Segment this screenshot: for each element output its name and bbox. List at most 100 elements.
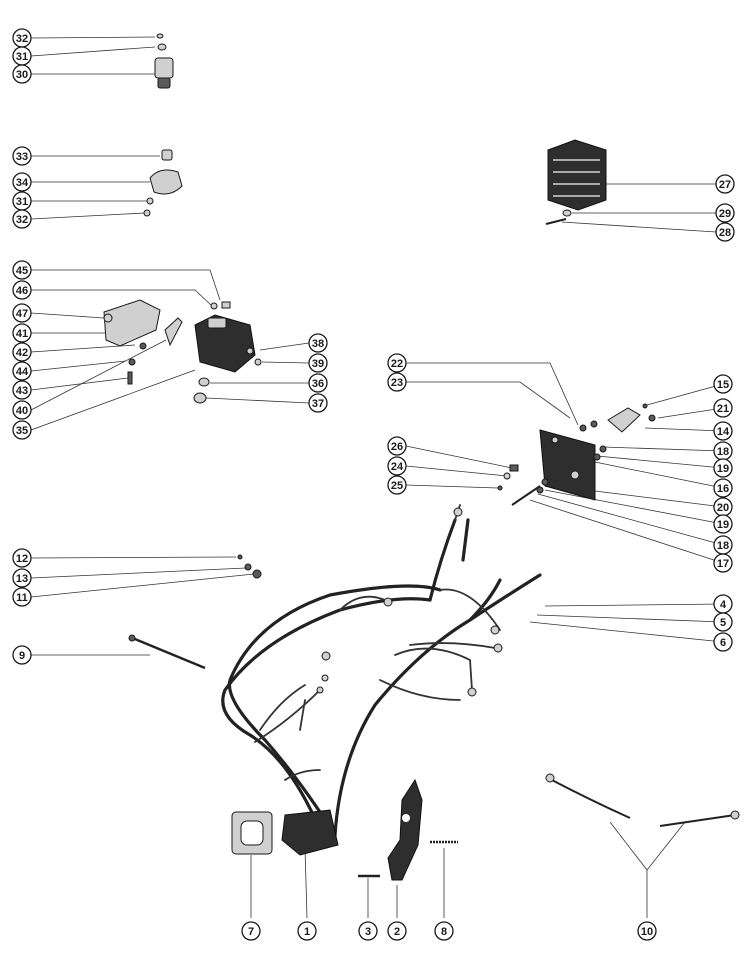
callout-46: 46 xyxy=(12,280,32,300)
callout-circle xyxy=(713,398,733,418)
callout-number: 22 xyxy=(391,358,403,370)
callout-number: 16 xyxy=(717,483,729,495)
callout-13: 13 xyxy=(12,568,32,588)
callout-circle xyxy=(434,921,454,941)
callout-16: 16 xyxy=(713,478,733,498)
callout-36: 36 xyxy=(308,373,328,393)
callout-number: 3 xyxy=(365,926,371,938)
callout-circle xyxy=(12,342,32,362)
callout-43: 43 xyxy=(12,380,32,400)
callout-31: 31 xyxy=(12,191,32,211)
callout-circle xyxy=(12,380,32,400)
callout-12: 12 xyxy=(12,548,32,568)
callout-44: 44 xyxy=(12,361,32,381)
callout-number: 10 xyxy=(641,926,653,938)
callout-number: 36 xyxy=(312,378,324,390)
callout-labels: 3231303334313227292845464741424443403538… xyxy=(12,28,735,941)
part-connector-1 xyxy=(281,809,339,856)
callout-number: 18 xyxy=(717,446,729,458)
callout-37: 37 xyxy=(308,393,328,413)
callout-32: 32 xyxy=(12,28,32,48)
callout-circle xyxy=(387,436,407,456)
callout-number: 7 xyxy=(248,926,254,938)
callout-number: 38 xyxy=(312,338,324,350)
part-wiring-harness xyxy=(221,504,542,837)
callout-25: 25 xyxy=(387,475,407,495)
callout-number: 13 xyxy=(16,573,28,585)
callout-18: 18 xyxy=(713,441,733,461)
part-gasket-7 xyxy=(231,811,273,855)
callout-number: 47 xyxy=(16,308,28,320)
callout-number: 35 xyxy=(16,425,28,437)
callout-5: 5 xyxy=(713,612,733,632)
callout-28: 28 xyxy=(715,222,735,242)
callout-circle xyxy=(297,921,317,941)
callout-circle xyxy=(12,280,32,300)
callout-number: 39 xyxy=(312,358,324,370)
callout-number: 30 xyxy=(16,69,28,81)
callout-number: 28 xyxy=(719,227,731,239)
part-rectifier-plate xyxy=(497,403,656,506)
callout-20: 20 xyxy=(713,497,733,517)
callout-circle xyxy=(12,400,32,420)
callout-circle xyxy=(12,303,32,323)
callout-4: 4 xyxy=(713,594,733,614)
callout-circle xyxy=(12,209,32,229)
callout-circle xyxy=(308,353,328,373)
callout-circle xyxy=(387,456,407,476)
callout-number: 27 xyxy=(719,179,731,191)
callout-circle xyxy=(387,372,407,392)
callout-number: 31 xyxy=(16,51,28,63)
callout-15: 15 xyxy=(713,374,733,394)
callout-14: 14 xyxy=(713,421,733,441)
callout-31: 31 xyxy=(12,46,32,66)
callout-34: 34 xyxy=(12,172,32,192)
callout-47: 47 xyxy=(12,303,32,323)
callout-circle xyxy=(358,921,378,941)
callout-circle xyxy=(713,421,733,441)
callout-number: 23 xyxy=(391,377,403,389)
callout-circle xyxy=(241,921,261,941)
callout-number: 2 xyxy=(394,926,400,938)
callout-27: 27 xyxy=(715,174,735,194)
part-voltage-regulator xyxy=(545,139,607,225)
callout-19: 19 xyxy=(713,458,733,478)
callout-3: 3 xyxy=(358,921,378,941)
callout-circle xyxy=(12,587,32,607)
part-terminal-hardware xyxy=(237,554,262,579)
callout-number: 26 xyxy=(391,441,403,453)
callout-30: 30 xyxy=(12,64,32,84)
callout-number: 42 xyxy=(16,347,28,359)
callout-number: 15 xyxy=(717,379,729,391)
callout-circle xyxy=(713,632,733,652)
callout-10: 10 xyxy=(637,921,657,941)
callout-number: 40 xyxy=(16,405,28,417)
callout-circle xyxy=(387,353,407,373)
callout-18: 18 xyxy=(713,535,733,555)
callout-29: 29 xyxy=(715,203,735,223)
callout-circle xyxy=(12,361,32,381)
callout-number: 34 xyxy=(16,177,29,189)
callout-circle xyxy=(12,645,32,665)
callout-41: 41 xyxy=(12,323,32,343)
callout-number: 17 xyxy=(717,558,729,570)
callout-21: 21 xyxy=(713,398,733,418)
callout-8: 8 xyxy=(434,921,454,941)
callout-1: 1 xyxy=(297,921,317,941)
callout-number: 11 xyxy=(16,592,28,604)
callout-23: 23 xyxy=(387,372,407,392)
callout-number: 24 xyxy=(391,461,404,473)
callout-circle xyxy=(12,568,32,588)
callout-number: 4 xyxy=(720,599,727,611)
callout-number: 19 xyxy=(717,519,729,531)
callout-42: 42 xyxy=(12,342,32,362)
callout-circle xyxy=(713,458,733,478)
callout-number: 32 xyxy=(16,214,28,226)
callout-circle xyxy=(12,420,32,440)
callout-circle xyxy=(12,260,32,280)
callout-circle xyxy=(637,921,657,941)
callout-circle xyxy=(308,393,328,413)
callout-number: 43 xyxy=(16,385,28,397)
callout-number: 25 xyxy=(391,480,403,492)
